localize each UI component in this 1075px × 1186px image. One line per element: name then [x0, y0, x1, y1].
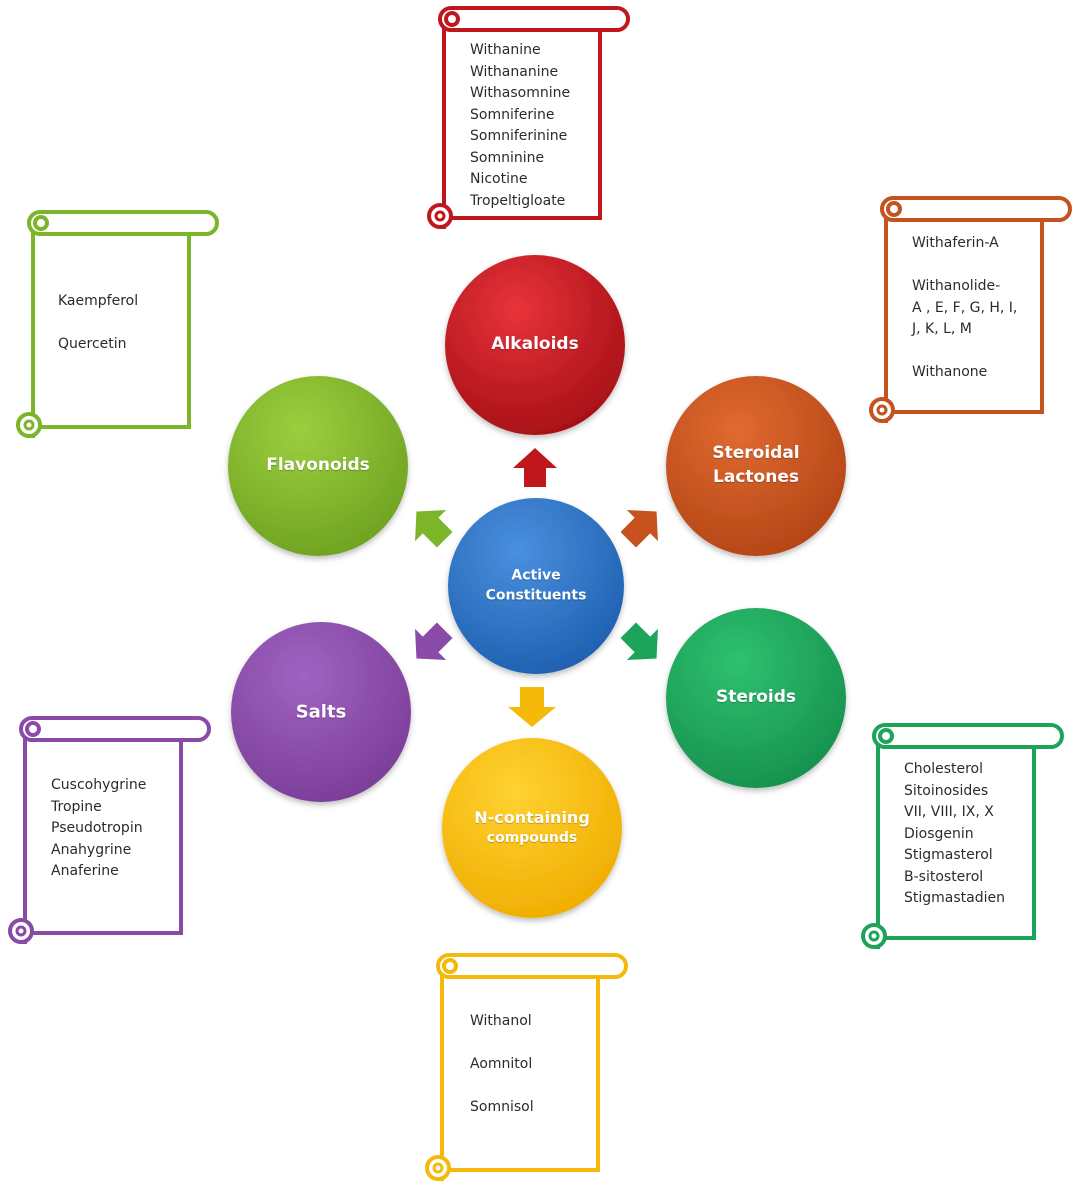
- list-item: Stigmasterol: [904, 847, 993, 863]
- steroids-scroll: [861, 723, 1064, 949]
- list-item: Quercetin: [58, 336, 127, 352]
- alkaloids-list: Withanine Withananine Withasomnine Somni…: [470, 40, 570, 212]
- list-item: Tropine: [51, 798, 102, 815]
- salts-label: Salts: [295, 701, 347, 723]
- n-containing-scroll: [425, 953, 628, 1181]
- scroll-curl: [425, 1155, 451, 1181]
- scroll-curl: [427, 203, 453, 229]
- salts-scroll: [8, 716, 211, 944]
- scroll-curl: [25, 721, 41, 737]
- list-item: Diosgenin: [904, 825, 974, 842]
- steroids-list: Cholesterol Sitoinosides VII, VIII, IX, …: [904, 759, 1005, 910]
- list-item: Withasomnine: [470, 85, 571, 101]
- list-item: Aomnitol: [470, 1056, 533, 1072]
- alkaloids-label: Alkaloids: [491, 334, 579, 355]
- scroll-curl: [33, 215, 49, 231]
- scroll-curl: [16, 412, 42, 438]
- list-item: Somninine: [470, 149, 545, 166]
- scroll-curl-inner: [434, 210, 446, 222]
- steroidal-lactones-label: Steroidal Lactones: [712, 443, 800, 487]
- steroidal-lactones-circle: [666, 376, 846, 556]
- list-item: Withananine: [470, 63, 559, 80]
- scroll-curl: [442, 958, 458, 974]
- alkaloids-circle: [445, 255, 625, 435]
- scroll-page: [442, 17, 602, 220]
- scroll-top-roll: [880, 196, 1072, 222]
- scroll-curl: [444, 11, 460, 27]
- list-item: Withanol: [470, 1013, 532, 1029]
- list-item: Somniferine: [470, 106, 555, 123]
- steroidal-lactones-scroll: [869, 196, 1072, 423]
- list-item: VII, VIII, IX, X: [904, 804, 994, 820]
- list-item: Kaempferol: [58, 293, 139, 309]
- n-containing-label: N-containing compounds: [474, 808, 590, 847]
- arrow-to-steroidal-lactones: [620, 510, 658, 548]
- scroll-top-roll: [436, 953, 628, 979]
- arrow-to-salts: [415, 622, 453, 660]
- scroll-top-roll: [438, 6, 630, 32]
- list-item: Anahygrine: [51, 841, 132, 858]
- alkaloids-scroll: [427, 6, 630, 229]
- list-item: Stigmastadien: [904, 890, 1005, 906]
- center-circle: [448, 498, 624, 674]
- list-item: [470, 1033, 534, 1055]
- list-item: A , E, F, G, H, I,: [912, 299, 1018, 316]
- list-item: Withanolide-: [912, 278, 1001, 294]
- list-item: Nicotine: [470, 171, 528, 187]
- list-item: Anaferine: [51, 863, 119, 879]
- list-item: Sitoinosides: [904, 782, 989, 799]
- scroll-page: [876, 734, 1036, 940]
- scroll-curl-inner: [23, 419, 35, 431]
- list-item: Pseudotropin: [51, 820, 143, 836]
- scroll-curl: [8, 918, 34, 944]
- scroll-curl: [878, 728, 894, 744]
- scroll-curl: [869, 397, 895, 423]
- scroll-curl: [886, 201, 902, 217]
- flavonoids-list: Kaempferol Quercetin: [58, 291, 138, 356]
- arrow-to-steroids: [620, 622, 658, 660]
- list-item: [470, 1076, 534, 1098]
- list-item: [912, 341, 1017, 363]
- flavonoids-scroll: [16, 210, 219, 438]
- n-containing-list: Withanol Aomnitol Somnisol: [470, 1011, 534, 1119]
- list-item: Tropeltigloate: [470, 192, 566, 209]
- scroll-curl-inner: [876, 404, 888, 416]
- center-label: Active Constituents: [485, 567, 587, 603]
- list-item: B-sitosterol: [904, 868, 984, 885]
- list-item: Withanine: [470, 42, 541, 58]
- scroll-page: [23, 727, 183, 935]
- list-item: Withaferin-A: [912, 235, 999, 251]
- scroll-page: [31, 221, 191, 429]
- arrow-to-n-containing: [508, 687, 556, 727]
- scroll-curl: [861, 923, 887, 949]
- steroidal-lactones-list: Withaferin-A Withanolide- A , E, F, G, H…: [912, 233, 1017, 384]
- salts-list: Cuscohygrine Tropine Pseudotropin Anahyg…: [51, 775, 146, 883]
- scroll-top-roll: [872, 723, 1064, 749]
- flavonoids-circle: [228, 376, 408, 556]
- scroll-curl-inner: [432, 1162, 444, 1174]
- list-item: [58, 313, 138, 335]
- scroll-top-roll: [19, 716, 211, 742]
- scroll-curl-inner: [15, 925, 27, 937]
- arrow-to-flavonoids: [415, 510, 453, 548]
- list-item: Somnisol: [470, 1099, 534, 1115]
- scroll-curl-inner: [868, 930, 880, 942]
- list-item: Cholesterol: [904, 761, 984, 777]
- arrow-to-alkaloids: [513, 448, 557, 487]
- scroll-page: [884, 207, 1044, 414]
- list-item: J, K, L, M: [912, 321, 972, 337]
- flavonoids-label: Flavonoids: [266, 455, 370, 476]
- scroll-top-roll: [27, 210, 219, 236]
- list-item: Cuscohygrine: [51, 777, 147, 793]
- n-containing-circle: [442, 738, 622, 918]
- list-item: Somniferinine: [470, 128, 568, 144]
- salts-circle: [231, 622, 411, 802]
- list-item: Withanone: [912, 364, 988, 380]
- list-item: [912, 255, 1017, 277]
- steroids-label: Steroids: [715, 687, 797, 708]
- steroids-circle: [666, 608, 846, 788]
